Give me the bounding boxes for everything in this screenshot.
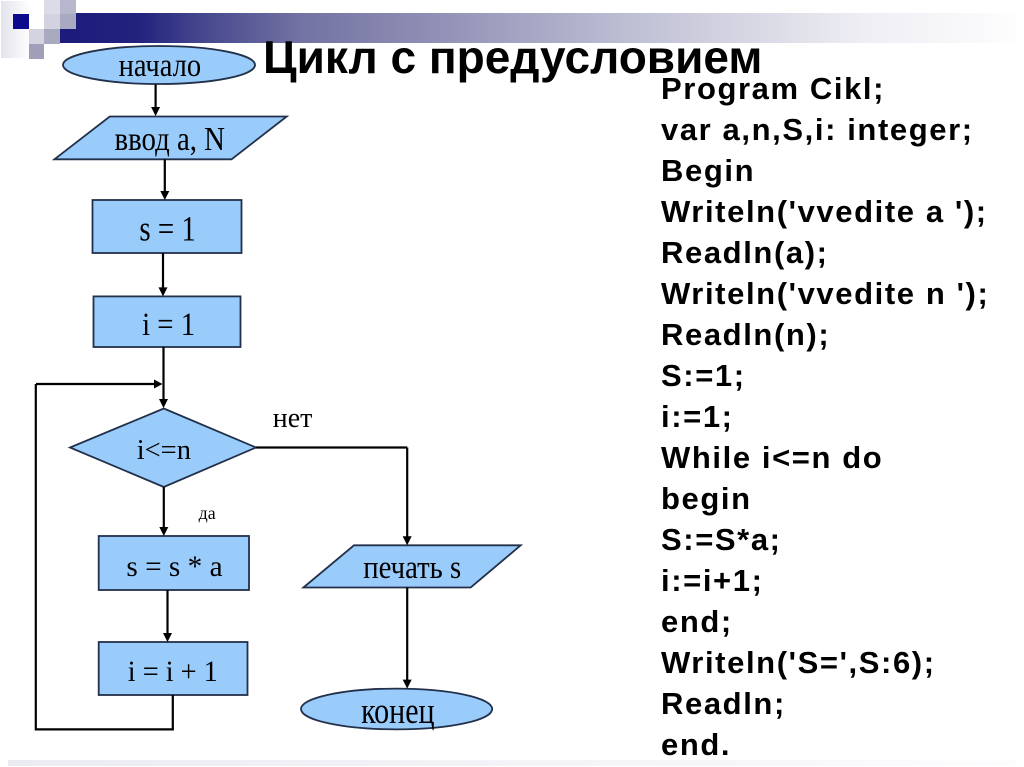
svg-text:s = 1: s = 1 bbox=[139, 208, 196, 248]
svg-text:ввод a, N: ввод a, N bbox=[115, 121, 226, 158]
svg-text:да: да bbox=[199, 503, 216, 523]
svg-text:нет: нет bbox=[273, 402, 313, 434]
svg-text:i = 1: i = 1 bbox=[142, 307, 195, 343]
svg-text:s = s * a: s = s * a bbox=[126, 550, 222, 583]
svg-text:печать s: печать s bbox=[363, 550, 461, 586]
svg-text:i = i + 1: i = i + 1 bbox=[128, 655, 218, 688]
svg-text:начало: начало bbox=[119, 48, 202, 84]
svg-text:конец: конец bbox=[361, 691, 435, 732]
svg-text:i<=n: i<=n bbox=[137, 434, 192, 466]
